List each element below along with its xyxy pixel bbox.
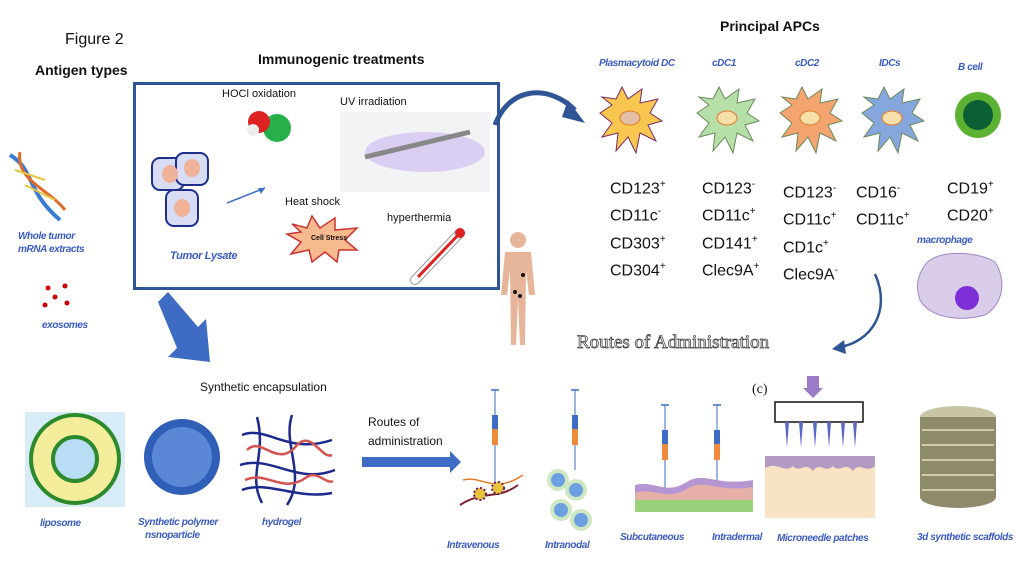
apc-name: IDCs — [879, 58, 901, 69]
apc-name: cDC1 — [712, 58, 736, 69]
marker: CD123- — [702, 179, 756, 198]
tumor-lysate-label: Tumor Lysate — [170, 250, 238, 262]
intranodal-label: Intranodal — [545, 540, 590, 551]
exosomes-label: exosomes — [42, 320, 88, 331]
subcutaneous-label: Subcutaneous — [620, 532, 685, 543]
arrow-icon — [226, 187, 266, 204]
marker: CD123- — [783, 183, 837, 202]
apc-name: cDC2 — [795, 58, 819, 69]
dendritic-cells — [599, 85, 926, 155]
markers-pdc: CD123+ CD11c- CD303+ CD304+ — [610, 173, 666, 282]
antigen-types-title: Antigen types — [35, 62, 128, 78]
human-body-icon — [501, 232, 535, 345]
markers-cdc1: CD123- CD11c+ CD141+ Clec9A+ — [702, 173, 759, 282]
marker: CD20+ — [947, 206, 994, 225]
administration-label: administration — [368, 434, 443, 448]
cell-stress-burst-icon — [284, 214, 360, 264]
marker: CD123+ — [610, 179, 666, 198]
intranodal-icon — [547, 469, 592, 531]
macrophage-icon — [917, 252, 1003, 319]
syringe-icon — [491, 389, 499, 485]
marker: CD11c+ — [856, 210, 910, 229]
syringes — [491, 389, 721, 505]
marker: CD11c+ — [702, 206, 756, 225]
treatments-box — [133, 82, 500, 290]
markers-bcell: CD19+ CD20+ — [947, 173, 994, 228]
cell-stress-label: Cell Stress — [311, 235, 348, 242]
routes-of-label: Routes of — [368, 415, 420, 429]
3d-scaffold-icon — [920, 406, 996, 508]
hydrogel-icon — [239, 414, 336, 506]
hocl-label: HOCl oxidation — [222, 88, 296, 100]
exosomes-icon — [42, 283, 70, 308]
marker: Clec9A+ — [702, 260, 760, 280]
microneedle-patch-icon — [765, 376, 875, 518]
marker: CD1c+ — [783, 237, 829, 256]
whole-tumor-label: Whole tumor — [18, 231, 75, 242]
curved-arrow-icon — [492, 90, 585, 126]
panel-c-label: (c) — [752, 382, 768, 397]
skin-layers-icon — [635, 477, 753, 512]
hocl-molecule-icon — [247, 111, 291, 142]
intravenous-icon — [459, 474, 524, 506]
macrophage-label: macrophage — [917, 235, 973, 246]
polymer-label-1: Synthetic polymer — [138, 517, 218, 528]
marker: CD11c- — [610, 206, 662, 225]
dendritic-cell-icon — [861, 85, 926, 155]
right-arrow-icon — [362, 451, 461, 473]
tumor-cells-icon — [151, 152, 209, 227]
hyperthermia-label: hyperthermia — [387, 212, 452, 224]
dendritic-cell-icon — [696, 85, 761, 155]
heat-shock-label: Heat shock — [285, 196, 341, 208]
liposome-icon — [25, 412, 125, 507]
marker: CD141+ — [702, 233, 758, 252]
dendritic-cell-icon — [599, 85, 664, 155]
syringe-icon — [571, 389, 579, 470]
intradermal-label: Intradermal — [712, 532, 763, 543]
mrna-extracts-label: mRNA extracts — [18, 244, 85, 255]
apcs-title: Principal APCs — [720, 18, 820, 34]
synthetic-encapsulation-label: Synthetic encapsulation — [200, 380, 327, 394]
marker: CD11c+ — [783, 210, 837, 229]
thermometer-icon — [410, 228, 465, 285]
b-cell-icon — [955, 92, 1001, 138]
apc-name: B cell — [958, 62, 983, 73]
uv-label: UV irradiation — [340, 96, 407, 108]
intravenous-label: Intravenous — [447, 540, 500, 551]
big-arrow-down-icon — [158, 292, 210, 362]
routes-title: Routes of Administration — [577, 332, 770, 354]
curved-arrow-down-icon — [832, 273, 883, 354]
figure-label: Figure 2 — [65, 31, 124, 48]
uv-lamp-icon — [340, 112, 490, 192]
marker: Clec9A- — [783, 264, 838, 284]
marker: CD304+ — [610, 260, 666, 280]
hydrogel-label: hydrogel — [262, 517, 302, 528]
apc-name: Plasmacytoid DC — [599, 58, 675, 69]
scaffolds-label: 3d synthetic scaffolds — [917, 532, 1014, 543]
treatments-title: Immunogenic treatments — [258, 51, 425, 67]
marker: CD16- — [856, 183, 901, 202]
dna-icon — [8, 151, 67, 222]
dendritic-cell-icon — [779, 85, 844, 155]
microneedle-label: Microneedle patches — [777, 533, 869, 544]
polymer-nanoparticle-icon — [144, 419, 220, 495]
markers-idcs: CD16- CD11c+ — [856, 177, 910, 232]
polymer-label-2: nsnoparticle — [145, 530, 200, 541]
markers-cdc2: CD123- CD11c+ CD1c+ Clec9A- — [783, 177, 838, 286]
marker: CD19+ — [947, 179, 994, 198]
marker: CD303+ — [610, 233, 666, 252]
liposome-label: liposome — [40, 518, 81, 529]
